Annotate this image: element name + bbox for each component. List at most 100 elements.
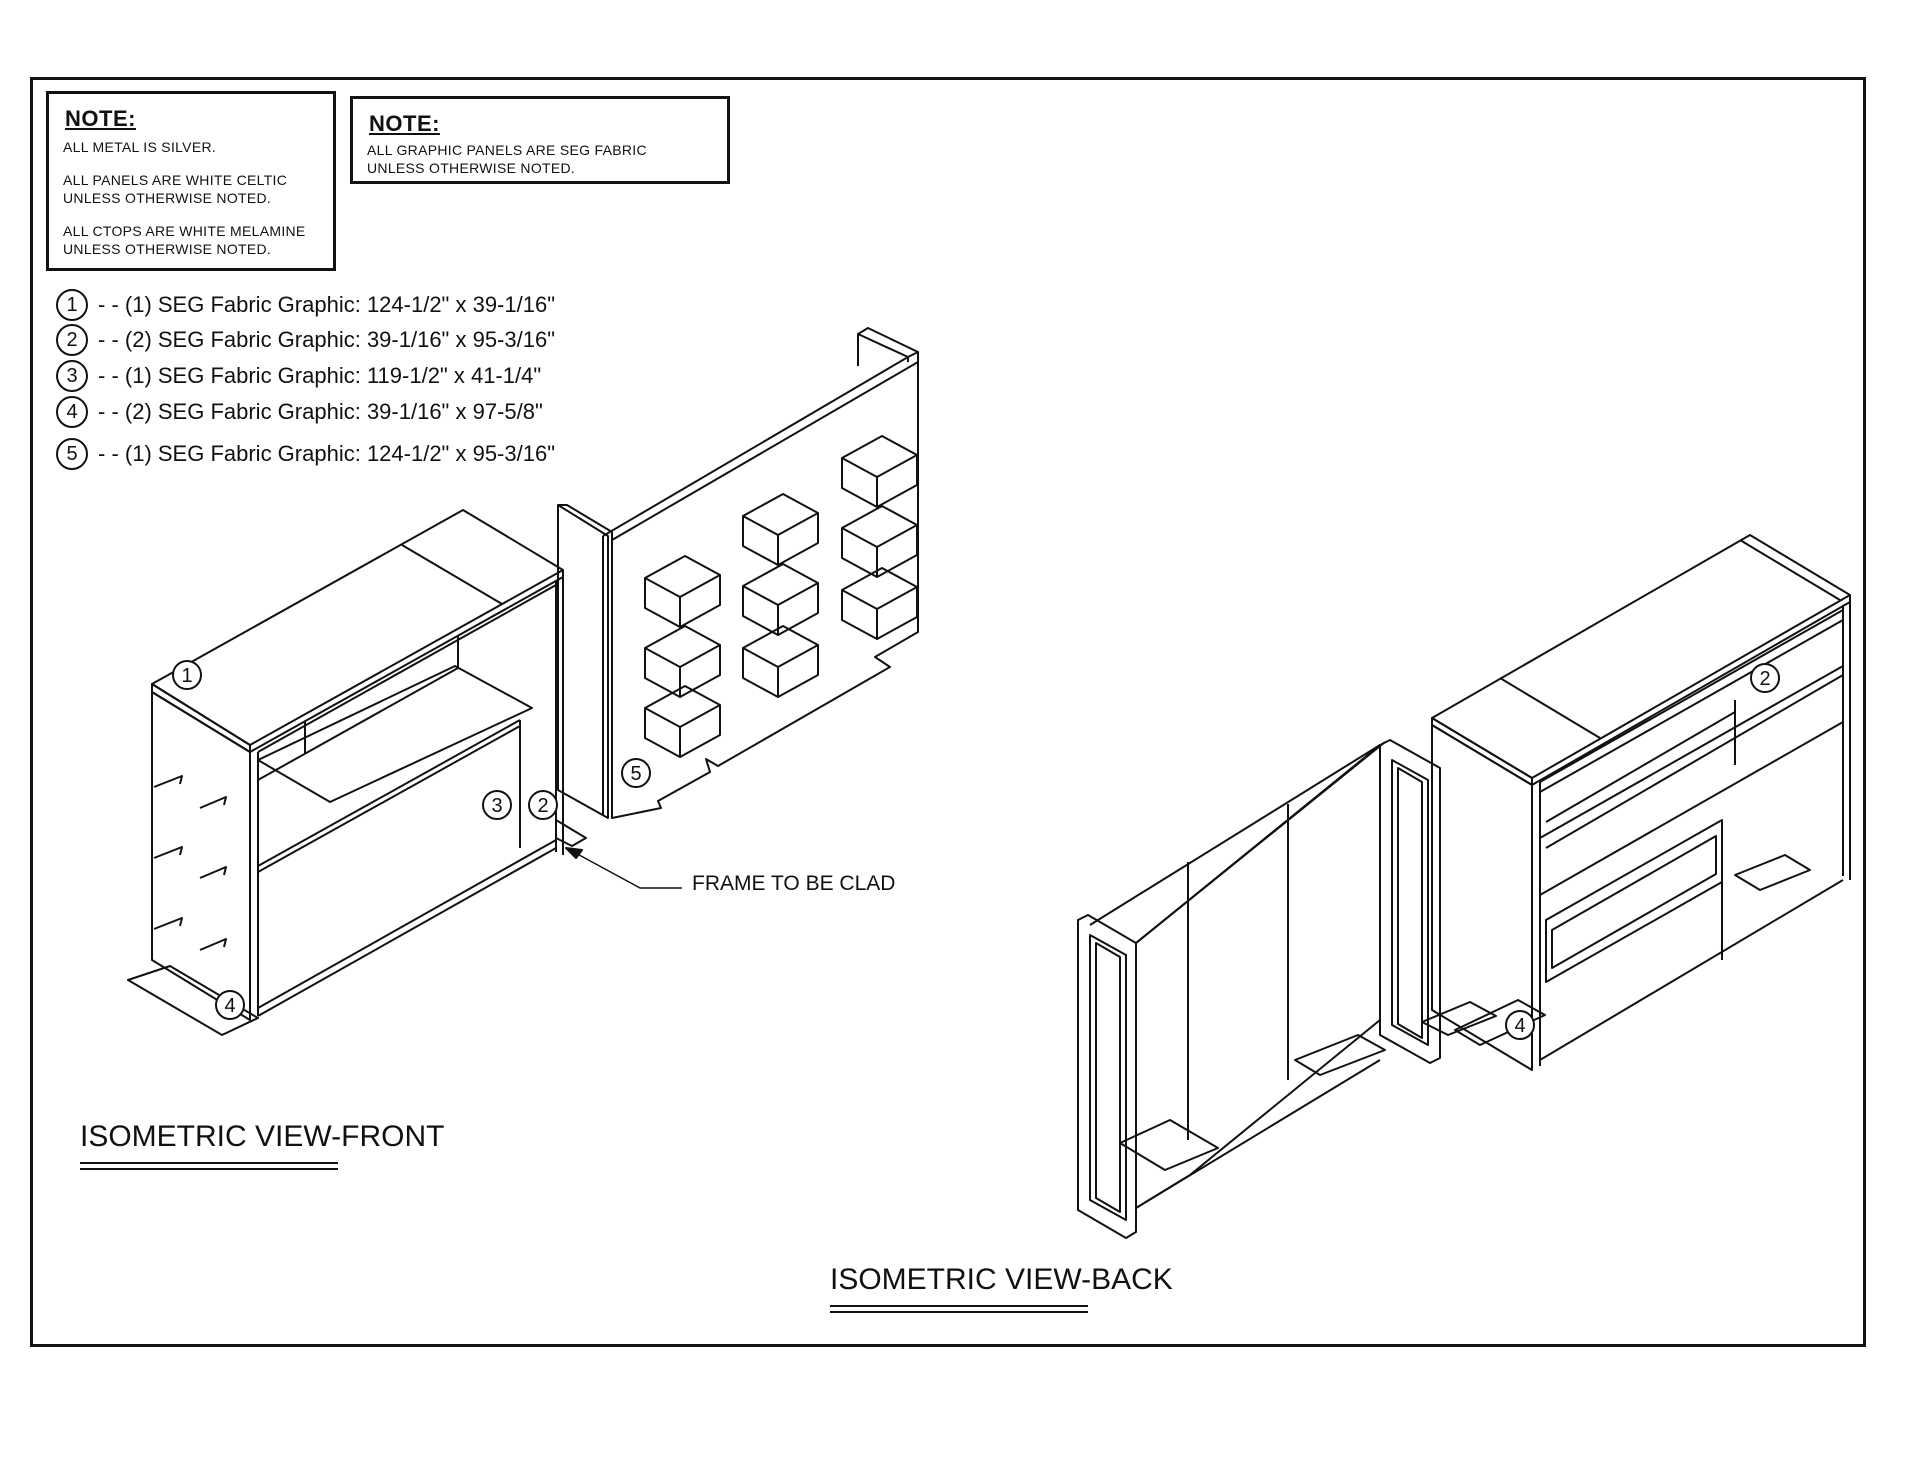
callout-circle [528,790,558,820]
back-view-title: ISOMETRIC VIEW-BACK [830,1263,1173,1313]
shelf-boxes [644,435,918,758]
callout-number: 4 [1514,1015,1525,1037]
back-top [1539,619,1844,793]
callout-circle [215,990,245,1020]
note-line: UNLESS OTHERWISE NOTED. [63,241,272,257]
shelf [257,665,533,803]
callout-circle [1505,1010,1535,1040]
legend-text: - - (1) SEG Fabric Graphic: 124-1/2" x 9… [98,441,556,467]
view-title-text: ISOMETRIC VIEW-BACK [830,1263,1173,1296]
legend-item: 4 - - (2) SEG Fabric Graphic: 39-1/16" x … [56,395,543,429]
hooks [153,775,227,951]
callout-circle [172,660,202,690]
back-wall [1077,739,1497,1239]
base-plate [1421,1001,1497,1036]
end-panel [1431,724,1533,1071]
legend-text: - - (1) SEG Fabric Graphic: 124-1/2" x 3… [98,292,556,318]
leader-arrow [565,847,583,859]
legend-text: - - (2) SEG Fabric Graphic: 39-1/16" x 9… [98,327,556,353]
shelf-line [1545,674,1844,849]
post-plate [555,819,587,847]
callout-circle [1750,663,1780,693]
front-wall [555,327,919,847]
inner-top [257,667,459,781]
legend-number: 4 [56,396,88,429]
mid-line [1539,721,1844,896]
end-frame [1077,914,1137,1239]
inner-line [1545,711,1736,823]
callouts: 1 3 2 4 5 2 4 [172,660,1780,1040]
left-end-panel [151,691,251,1021]
callout-number: 4 [224,995,235,1017]
frame-to-be-clad-label: FRAME TO BE CLAD [692,872,896,895]
legend-number: 2 [56,324,88,357]
front-view-title: ISOMETRIC VIEW-FRONT [80,1120,445,1170]
note-line: ALL CTOPS ARE WHITE MELAMINE [63,223,306,239]
note-title: NOTE: [369,111,440,136]
legend-item: 5 - - (1) SEG Fabric Graphic: 124-1/2" x … [56,437,556,471]
wall-panel [611,361,919,819]
end-frame-inner [1095,942,1121,1213]
counter-top [1431,534,1851,779]
base-plate [1734,854,1811,891]
top-edge-line [1531,601,1851,786]
wall-panel [1135,744,1381,1209]
legend-item: 1 - - (1) SEG Fabric Graphic: 124-1/2" x … [56,288,556,322]
top-seam [1739,539,1841,601]
top-seam [1499,677,1601,739]
base-plate [1294,1034,1386,1076]
end-frame-inner [1391,759,1429,1046]
front-counter [127,509,564,1036]
legend-number: 3 [56,360,88,393]
end-frame [1379,739,1441,1064]
bottom-rail [1539,879,1844,1061]
title-underline [80,1162,338,1170]
note-title: NOTE: [65,106,136,131]
callout-number: 2 [1759,668,1770,690]
note-line: UNLESS OTHERWISE NOTED. [63,190,272,206]
top-edge [151,683,251,753]
wall-left-end [557,504,609,819]
drawing-border [30,77,1866,1347]
leader-line [569,849,682,889]
legend-number: 1 [56,289,88,322]
back-top [1539,609,1844,783]
top-seam [401,544,503,605]
legend-text: - - (2) SEG Fabric Graphic: 39-1/16" x 9… [98,399,543,425]
end-frame-inner [1089,934,1127,1221]
callout-number: 1 [181,665,192,687]
note-line: UNLESS OTHERWISE NOTED. [367,160,576,176]
opening-top [257,584,557,753]
wall-top [1135,741,1386,944]
note-box-graphics: NOTE: ALL GRAPHIC PANELS ARE SEG FABRIC … [350,96,730,184]
wall-top [1089,744,1381,926]
title-underline [830,1305,1088,1313]
callout-number: 3 [491,795,502,817]
note-line: ALL PANELS ARE WHITE CELTIC [63,172,288,188]
callout-circle [482,790,512,820]
wall-top-return [857,327,919,358]
callout-number: 5 [630,763,641,785]
shelf-front [257,725,521,873]
view-title-text: ISOMETRIC VIEW-FRONT [80,1120,445,1153]
legend-number: 5 [56,438,88,471]
note-line: ALL METAL IS SILVER. [63,139,217,155]
callout-number: 2 [537,795,548,817]
shelf-front [257,719,521,867]
storage-frame [1551,835,1717,969]
note-line: ALL GRAPHIC PANELS ARE SEG FABRIC [367,142,647,158]
note-box-materials: NOTE: ALL METAL IS SILVER. ALL PANELS AR… [46,91,336,271]
legend-text: - - (1) SEG Fabric Graphic: 119-1/2" x 4… [98,363,542,389]
back-counter [1431,534,1851,1071]
bottom-rail [257,839,557,1009]
top-edge-line [249,576,564,753]
wall-top [602,356,909,537]
storage-frame [1545,819,1723,983]
base-plate [127,965,259,1036]
wall-bottom [1135,1059,1381,1209]
end-frame-inner [1397,767,1423,1039]
legend-item: 3 - - (1) SEG Fabric Graphic: 119-1/2" x … [56,359,542,393]
callout-circle [621,758,651,788]
counter-top [151,509,564,746]
